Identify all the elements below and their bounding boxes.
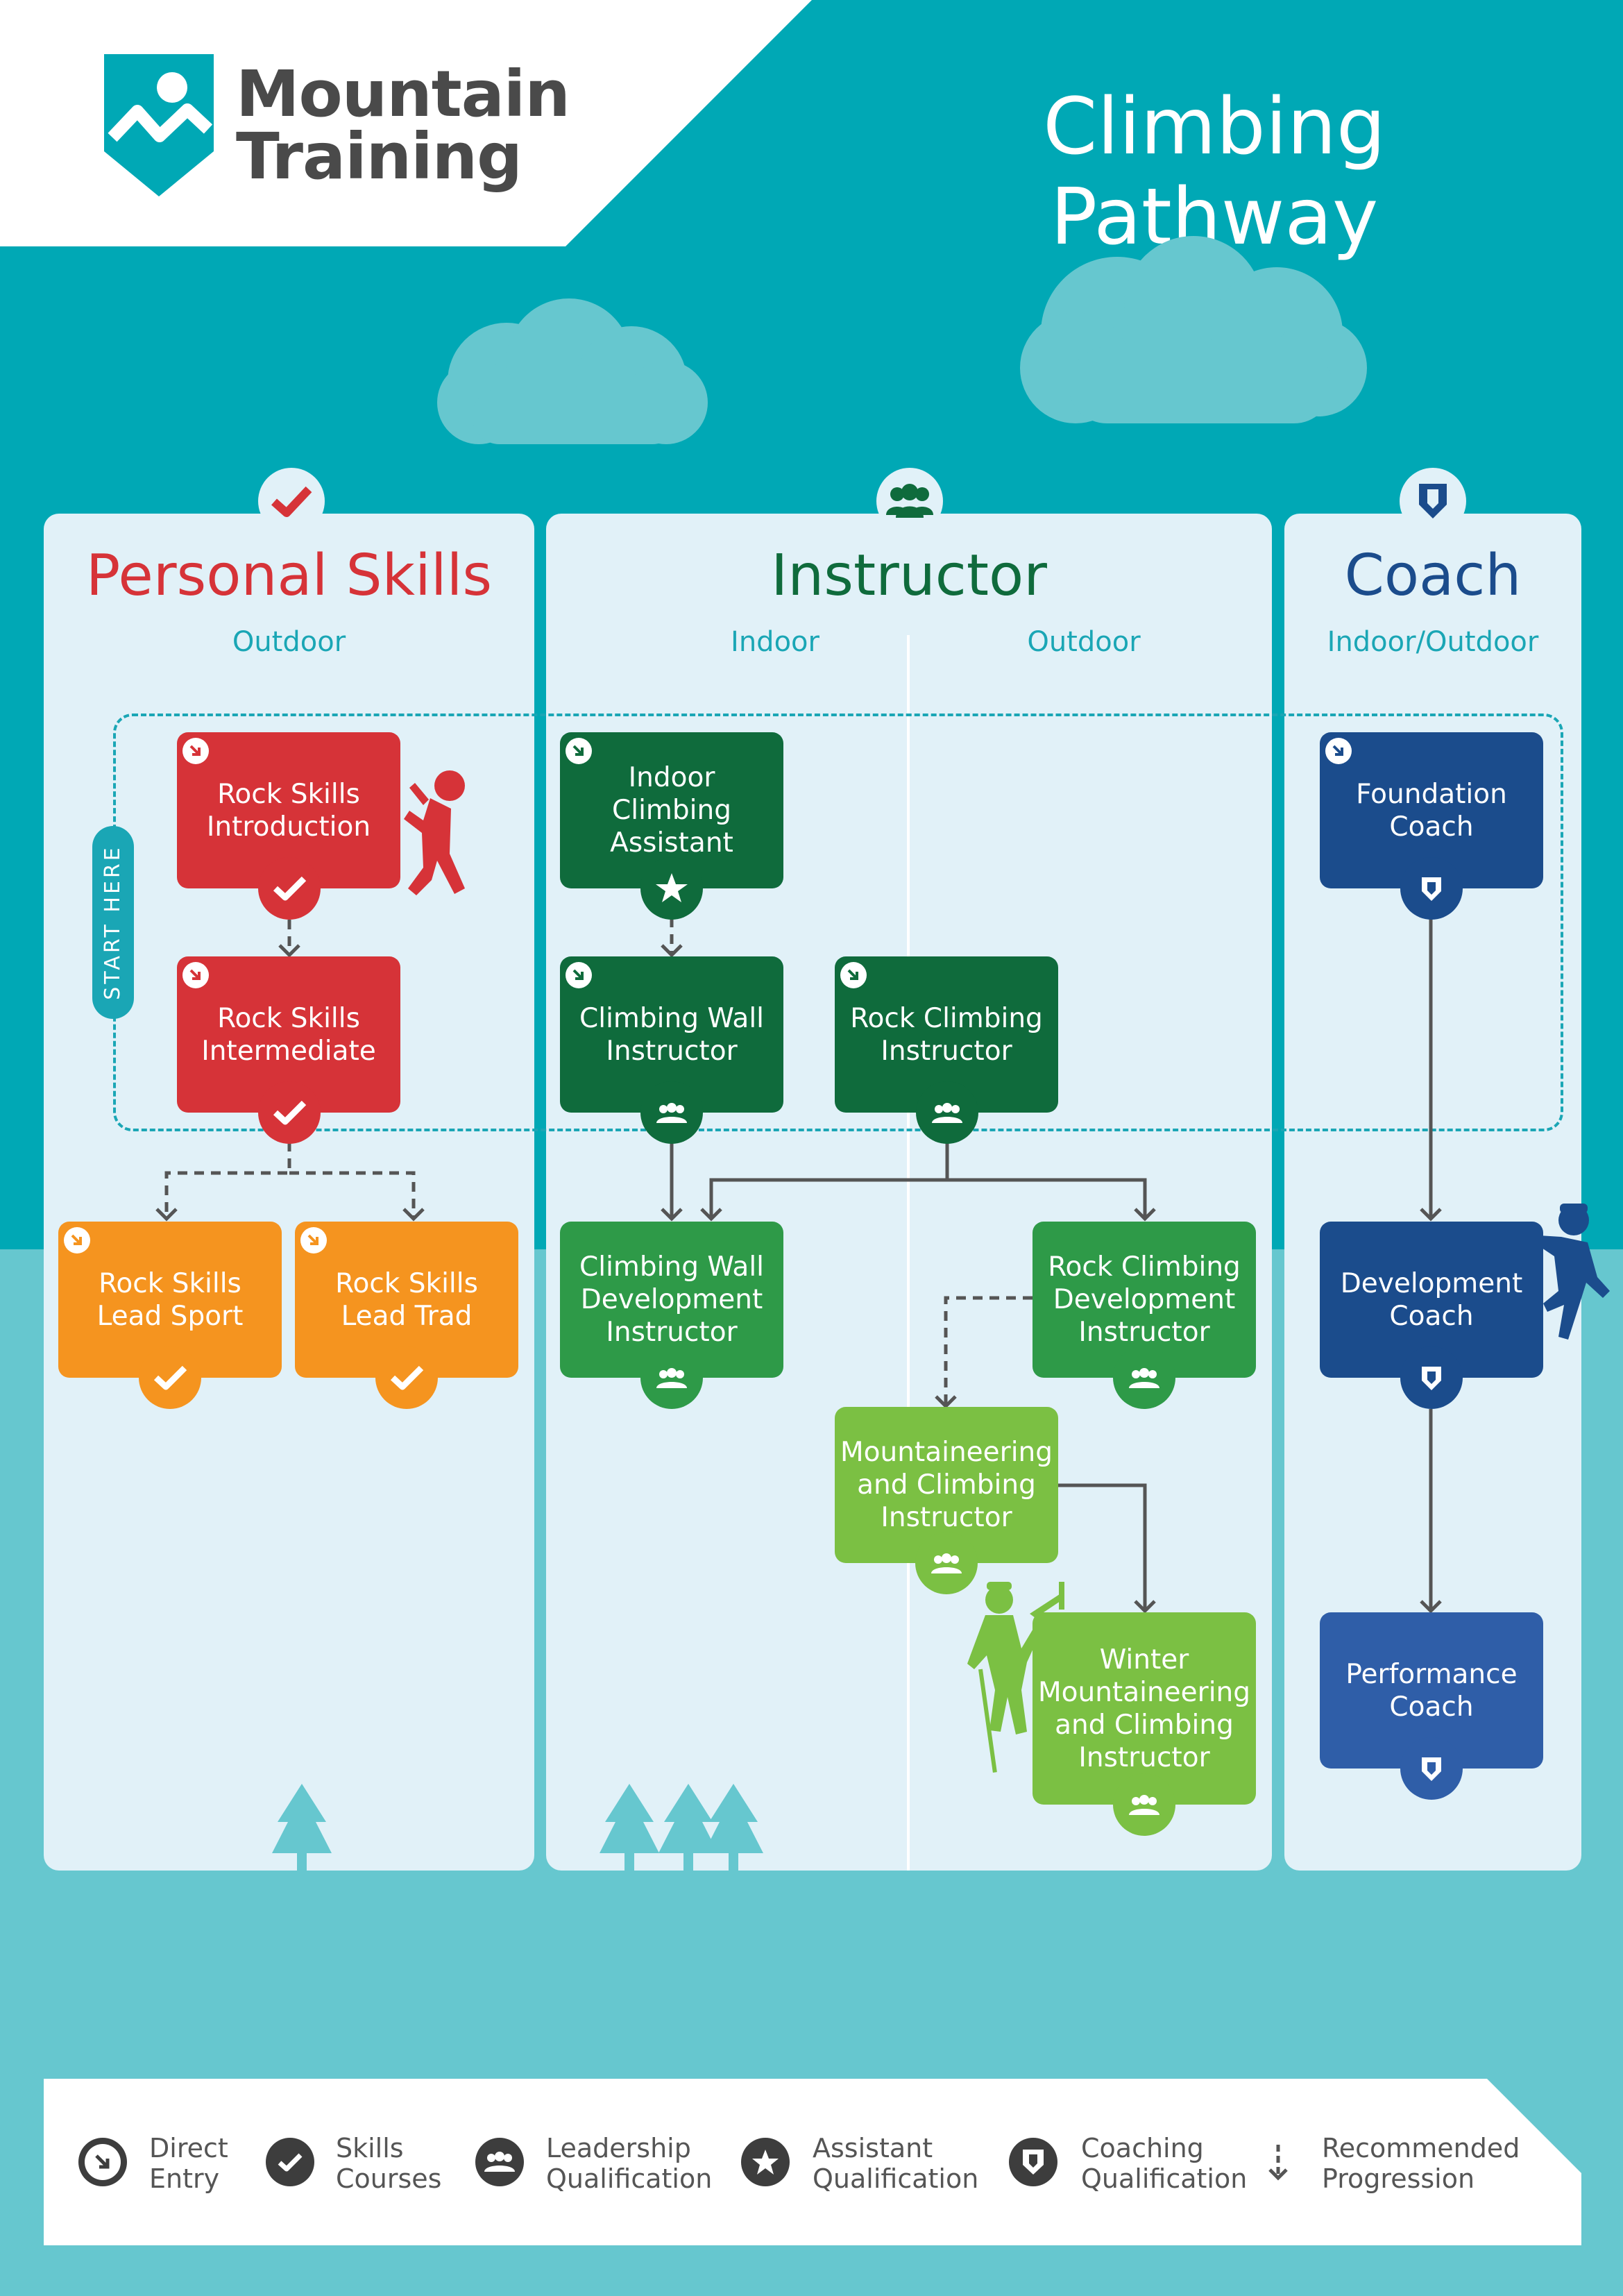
- legend-skills-courses: Skills Courses: [336, 2133, 442, 2194]
- instructor-divider: [907, 635, 910, 1871]
- instructor-title: Instructor: [771, 543, 1047, 609]
- cloud-left: [437, 298, 708, 444]
- group-icon: [475, 2138, 524, 2186]
- arrow-down-icon: [1268, 2145, 1288, 2181]
- direct-entry-icon: [566, 962, 592, 988]
- instructor-subtitle-indoor: Indoor: [731, 626, 819, 658]
- node-climbing-wall-development-instructor[interactable]: Climbing Wall Development Instructor: [560, 1222, 783, 1378]
- instructor-tab: [876, 468, 943, 534]
- group-icon: [886, 484, 933, 518]
- check-icon: [271, 486, 312, 517]
- node-label: Rock Climbing Instructor: [850, 1002, 1043, 1067]
- climber-red-icon: [404, 770, 465, 895]
- climber-green-icon: [967, 1582, 1064, 1773]
- direct-entry-icon: [1325, 738, 1352, 764]
- direct-entry-icon: [64, 1227, 90, 1253]
- cloud-right: [1020, 236, 1367, 423]
- node-label: Climbing Wall Instructor: [579, 1002, 764, 1067]
- logo-icon: [104, 54, 214, 196]
- start-here-pill: [92, 826, 134, 1019]
- node-label: Winter Mountaineering and Climbing Instr…: [1037, 1644, 1251, 1773]
- node-rock-climbing-instructor[interactable]: Rock Climbing Instructor: [835, 956, 1058, 1113]
- node-label: Rock Skills Introduction: [206, 778, 371, 843]
- node-label: Indoor Climbing Assistant: [610, 762, 733, 859]
- climber-blue-icon: [1533, 1204, 1610, 1340]
- shield-icon: [1419, 484, 1447, 518]
- instructor-subtitle-outdoor: Outdoor: [1027, 626, 1141, 658]
- legend-coaching-qualification: Coaching Qualification: [1081, 2133, 1248, 2194]
- node-label: Rock Skills Lead Trad: [335, 1267, 478, 1332]
- personal-tab: [258, 468, 325, 534]
- legend-panel: [44, 2079, 1581, 2245]
- legend-recommended-progression: Recommended Progression: [1322, 2133, 1520, 2194]
- node-label: Mountaineering and Climbing Instructor: [840, 1437, 1053, 1533]
- coach-tab: [1400, 468, 1466, 534]
- node-label: Performance Coach: [1345, 1658, 1518, 1723]
- node-label: Climbing Wall Development Instructor: [579, 1251, 764, 1348]
- direct-entry-icon: [78, 2138, 127, 2186]
- brand-line-1: Mountain: [236, 57, 570, 131]
- personal-skills-title: Personal Skills: [85, 543, 493, 609]
- legend-leadership-qualification: Leadership Qualification: [546, 2133, 713, 2194]
- star-icon: [741, 2138, 790, 2186]
- direct-entry-icon: [566, 738, 592, 764]
- trees-left: [272, 1784, 332, 1871]
- legend-direct-entry: Direct Entry: [149, 2133, 228, 2194]
- brand-line-2: Training: [236, 119, 522, 194]
- node-label: Rock Skills Lead Sport: [96, 1267, 244, 1332]
- node-label: Development Coach: [1340, 1267, 1523, 1332]
- node-winter-mountaineering-and-climbing-instructor[interactable]: Winter Mountaineering and Climbing Instr…: [1033, 1612, 1256, 1805]
- node-development-coach[interactable]: Development Coach: [1320, 1222, 1543, 1378]
- node-label: Rock Skills Intermediate: [201, 1002, 376, 1067]
- personal-skills-subtitle: Outdoor: [232, 626, 346, 658]
- shield-icon: [1009, 2138, 1057, 2186]
- coach-title: Coach: [1344, 543, 1522, 609]
- direct-entry-icon: [182, 962, 209, 988]
- node-label: Rock Climbing Development Instructor: [1048, 1251, 1241, 1348]
- node-label: Foundation Coach: [1356, 778, 1507, 843]
- coach-subtitle: Indoor/Outdoor: [1327, 626, 1539, 658]
- direct-entry-icon: [300, 1227, 327, 1253]
- trees-right: [600, 1784, 763, 1871]
- direct-entry-icon: [182, 738, 209, 764]
- legend-assistant-qualification: Assistant Qualification: [813, 2133, 979, 2194]
- check-badges: [139, 857, 438, 1409]
- direct-entry-icon: [840, 962, 867, 988]
- check-icon: [266, 2138, 314, 2186]
